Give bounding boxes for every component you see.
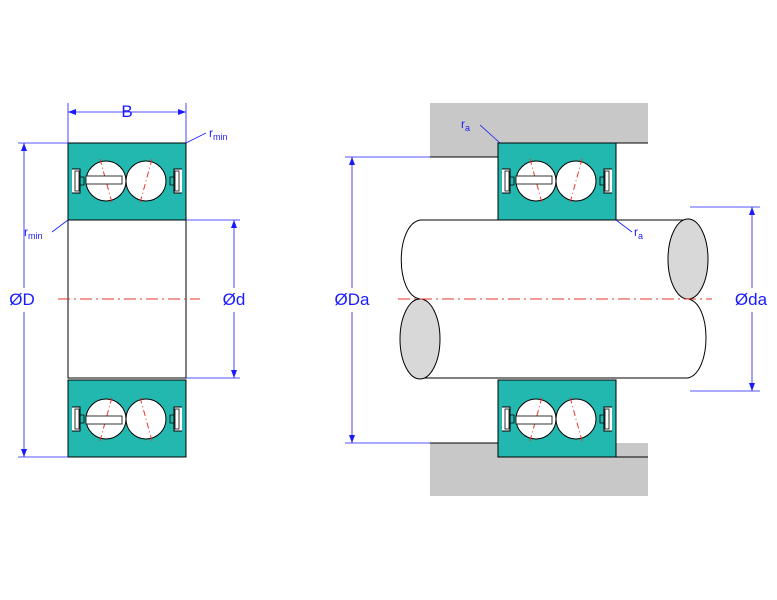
bearing-section-bottom bbox=[67, 379, 187, 458]
right-mounting-view: ra ra ØDa Øda bbox=[335, 103, 768, 496]
label-da: Øda bbox=[735, 290, 768, 309]
mounted-bearing-top bbox=[497, 142, 617, 221]
label-rmin-side: rmin bbox=[24, 225, 43, 241]
mounted-bearing-bottom bbox=[497, 379, 617, 458]
label-Da: ØDa bbox=[335, 290, 371, 309]
label-B: B bbox=[121, 102, 132, 121]
label-ra-top: ra bbox=[461, 117, 470, 133]
shaft-end-left bbox=[399, 298, 441, 380]
left-bearing-view: B rmin rmin ØD Ød bbox=[9, 102, 246, 458]
shaft-end-right bbox=[667, 218, 709, 300]
label-ra-side: ra bbox=[634, 225, 643, 241]
label-D: ØD bbox=[9, 290, 35, 309]
bearing-section-top bbox=[67, 142, 187, 221]
label-rmin-top: rmin bbox=[209, 126, 228, 142]
label-d: Ød bbox=[223, 290, 246, 309]
